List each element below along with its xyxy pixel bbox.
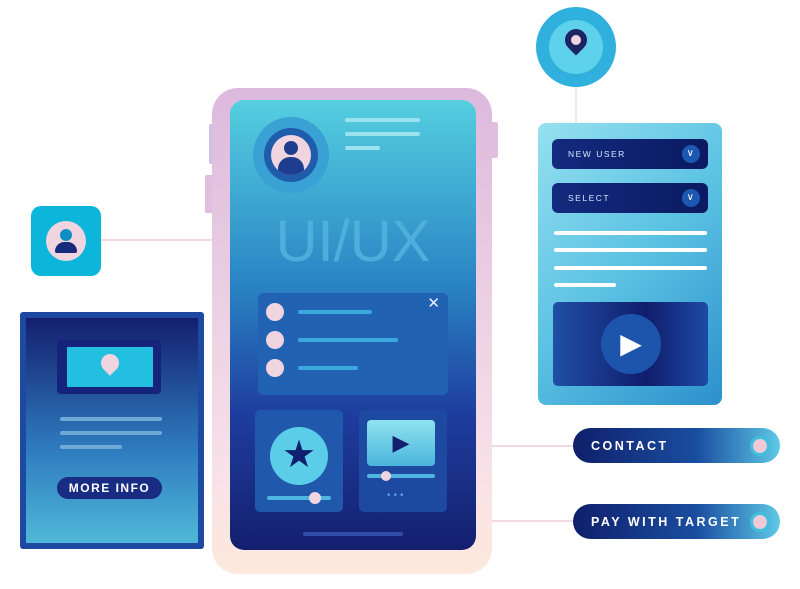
user-tile[interactable] (31, 206, 101, 276)
close-icon[interactable]: ✕ (427, 295, 440, 312)
chevron-down-icon: ∨ (682, 189, 700, 207)
video-card[interactable]: ▶ ••• (359, 410, 447, 512)
video-player[interactable]: ▶ (553, 302, 708, 386)
contact-button[interactable]: CONTACT (573, 428, 780, 463)
more-info-button[interactable]: MORE INFO (57, 477, 162, 499)
dots-icon: ••• (387, 490, 407, 501)
connector (460, 520, 580, 522)
user-icon (46, 221, 86, 261)
avatar (253, 117, 329, 193)
location-badge[interactable] (536, 7, 616, 87)
toggle-knob (750, 511, 770, 532)
pay-with-target-button[interactable]: PAY WITH TARGET (573, 504, 780, 539)
star-icon: ★ (270, 427, 328, 485)
rating-card[interactable]: ★ (255, 410, 343, 512)
select-label: SELECT (568, 193, 611, 203)
play-icon[interactable]: ▶ (367, 420, 435, 466)
play-icon[interactable]: ▶ (601, 314, 661, 374)
slider-thumb[interactable] (309, 492, 321, 504)
slider-thumb[interactable] (381, 471, 391, 481)
select-label: NEW USER (568, 149, 626, 159)
list-card: ✕ (258, 293, 448, 395)
info-card: MORE INFO (20, 312, 204, 549)
phone-screen: UI/UX ✕ ★ ▶ ••• (230, 100, 476, 550)
connector (460, 445, 580, 447)
pay-label: PAY WITH TARGET (591, 514, 742, 529)
chevron-down-icon: ∨ (682, 145, 700, 163)
ui-ux-title: UI/UX (275, 209, 431, 274)
contact-label: CONTACT (591, 438, 669, 453)
new-user-select[interactable]: NEW USER ∨ (552, 139, 708, 169)
select-dropdown[interactable]: SELECT ∨ (552, 183, 708, 213)
toggle-knob (750, 435, 770, 456)
connector (100, 239, 240, 241)
home-indicator (303, 532, 403, 536)
map-pin-icon (67, 347, 153, 387)
phone-button (490, 122, 498, 158)
phone-button (205, 175, 215, 213)
connector (575, 80, 577, 125)
